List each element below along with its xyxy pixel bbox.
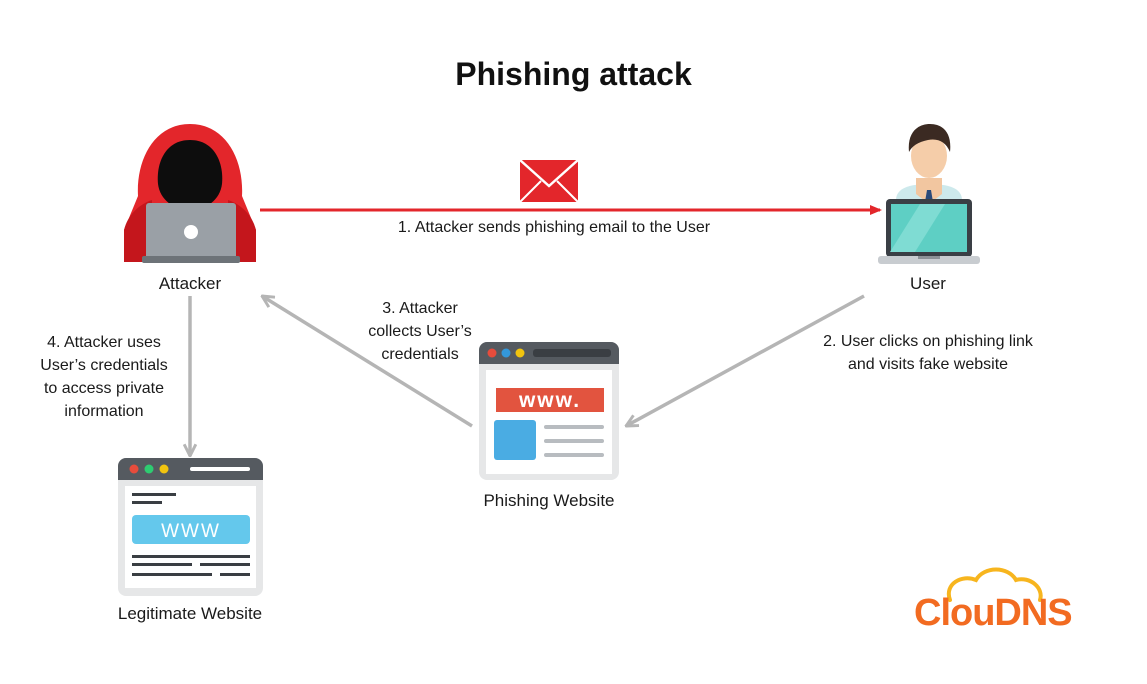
user-icon — [878, 124, 980, 264]
arrow-phishing-to-attacker — [262, 296, 473, 428]
step1-label: 1. Attacker sends phishing email to the … — [397, 219, 711, 236]
step3-line: 3. Attacker — [382, 300, 458, 317]
diagram-title: Phishing attack — [455, 56, 692, 92]
legitimate-website-icon — [118, 458, 263, 596]
step4-line: 4. Attacker uses — [47, 334, 161, 351]
phishing-website-label: Phishing Website — [483, 491, 615, 510]
phishing-url-text: www. — [518, 389, 581, 412]
step4-line: to access private — [43, 380, 165, 397]
step3-label: 3. Attacker collects User’s credentials — [350, 297, 490, 366]
cloudns-logo: ClouDNS — [914, 592, 1073, 634]
step3-line: credentials — [381, 346, 459, 363]
envelope-icon — [519, 159, 579, 203]
attacker-label: Attacker — [158, 274, 222, 293]
step4-line: User’s credentials — [40, 357, 168, 374]
cloud-logo-icon — [946, 567, 1043, 602]
step3-line: collects User’s — [368, 323, 472, 340]
user-label: User — [910, 274, 946, 293]
legit-url-text: WWW — [161, 521, 221, 542]
arrow-user-to-phishing — [626, 294, 865, 426]
hacker-icon — [124, 124, 256, 263]
legitimate-website-label: Legitimate Website — [117, 604, 263, 623]
phishing-website-icon — [479, 342, 619, 480]
step2-line: and visits fake website — [847, 356, 1009, 373]
step4-line: information — [64, 403, 144, 420]
step2-label: 2. User clicks on phishing link and visi… — [798, 330, 1058, 376]
step2-line: 2. User clicks on phishing link — [823, 333, 1033, 350]
step4-label: 4. Attacker uses User’s credentials to a… — [24, 331, 184, 423]
